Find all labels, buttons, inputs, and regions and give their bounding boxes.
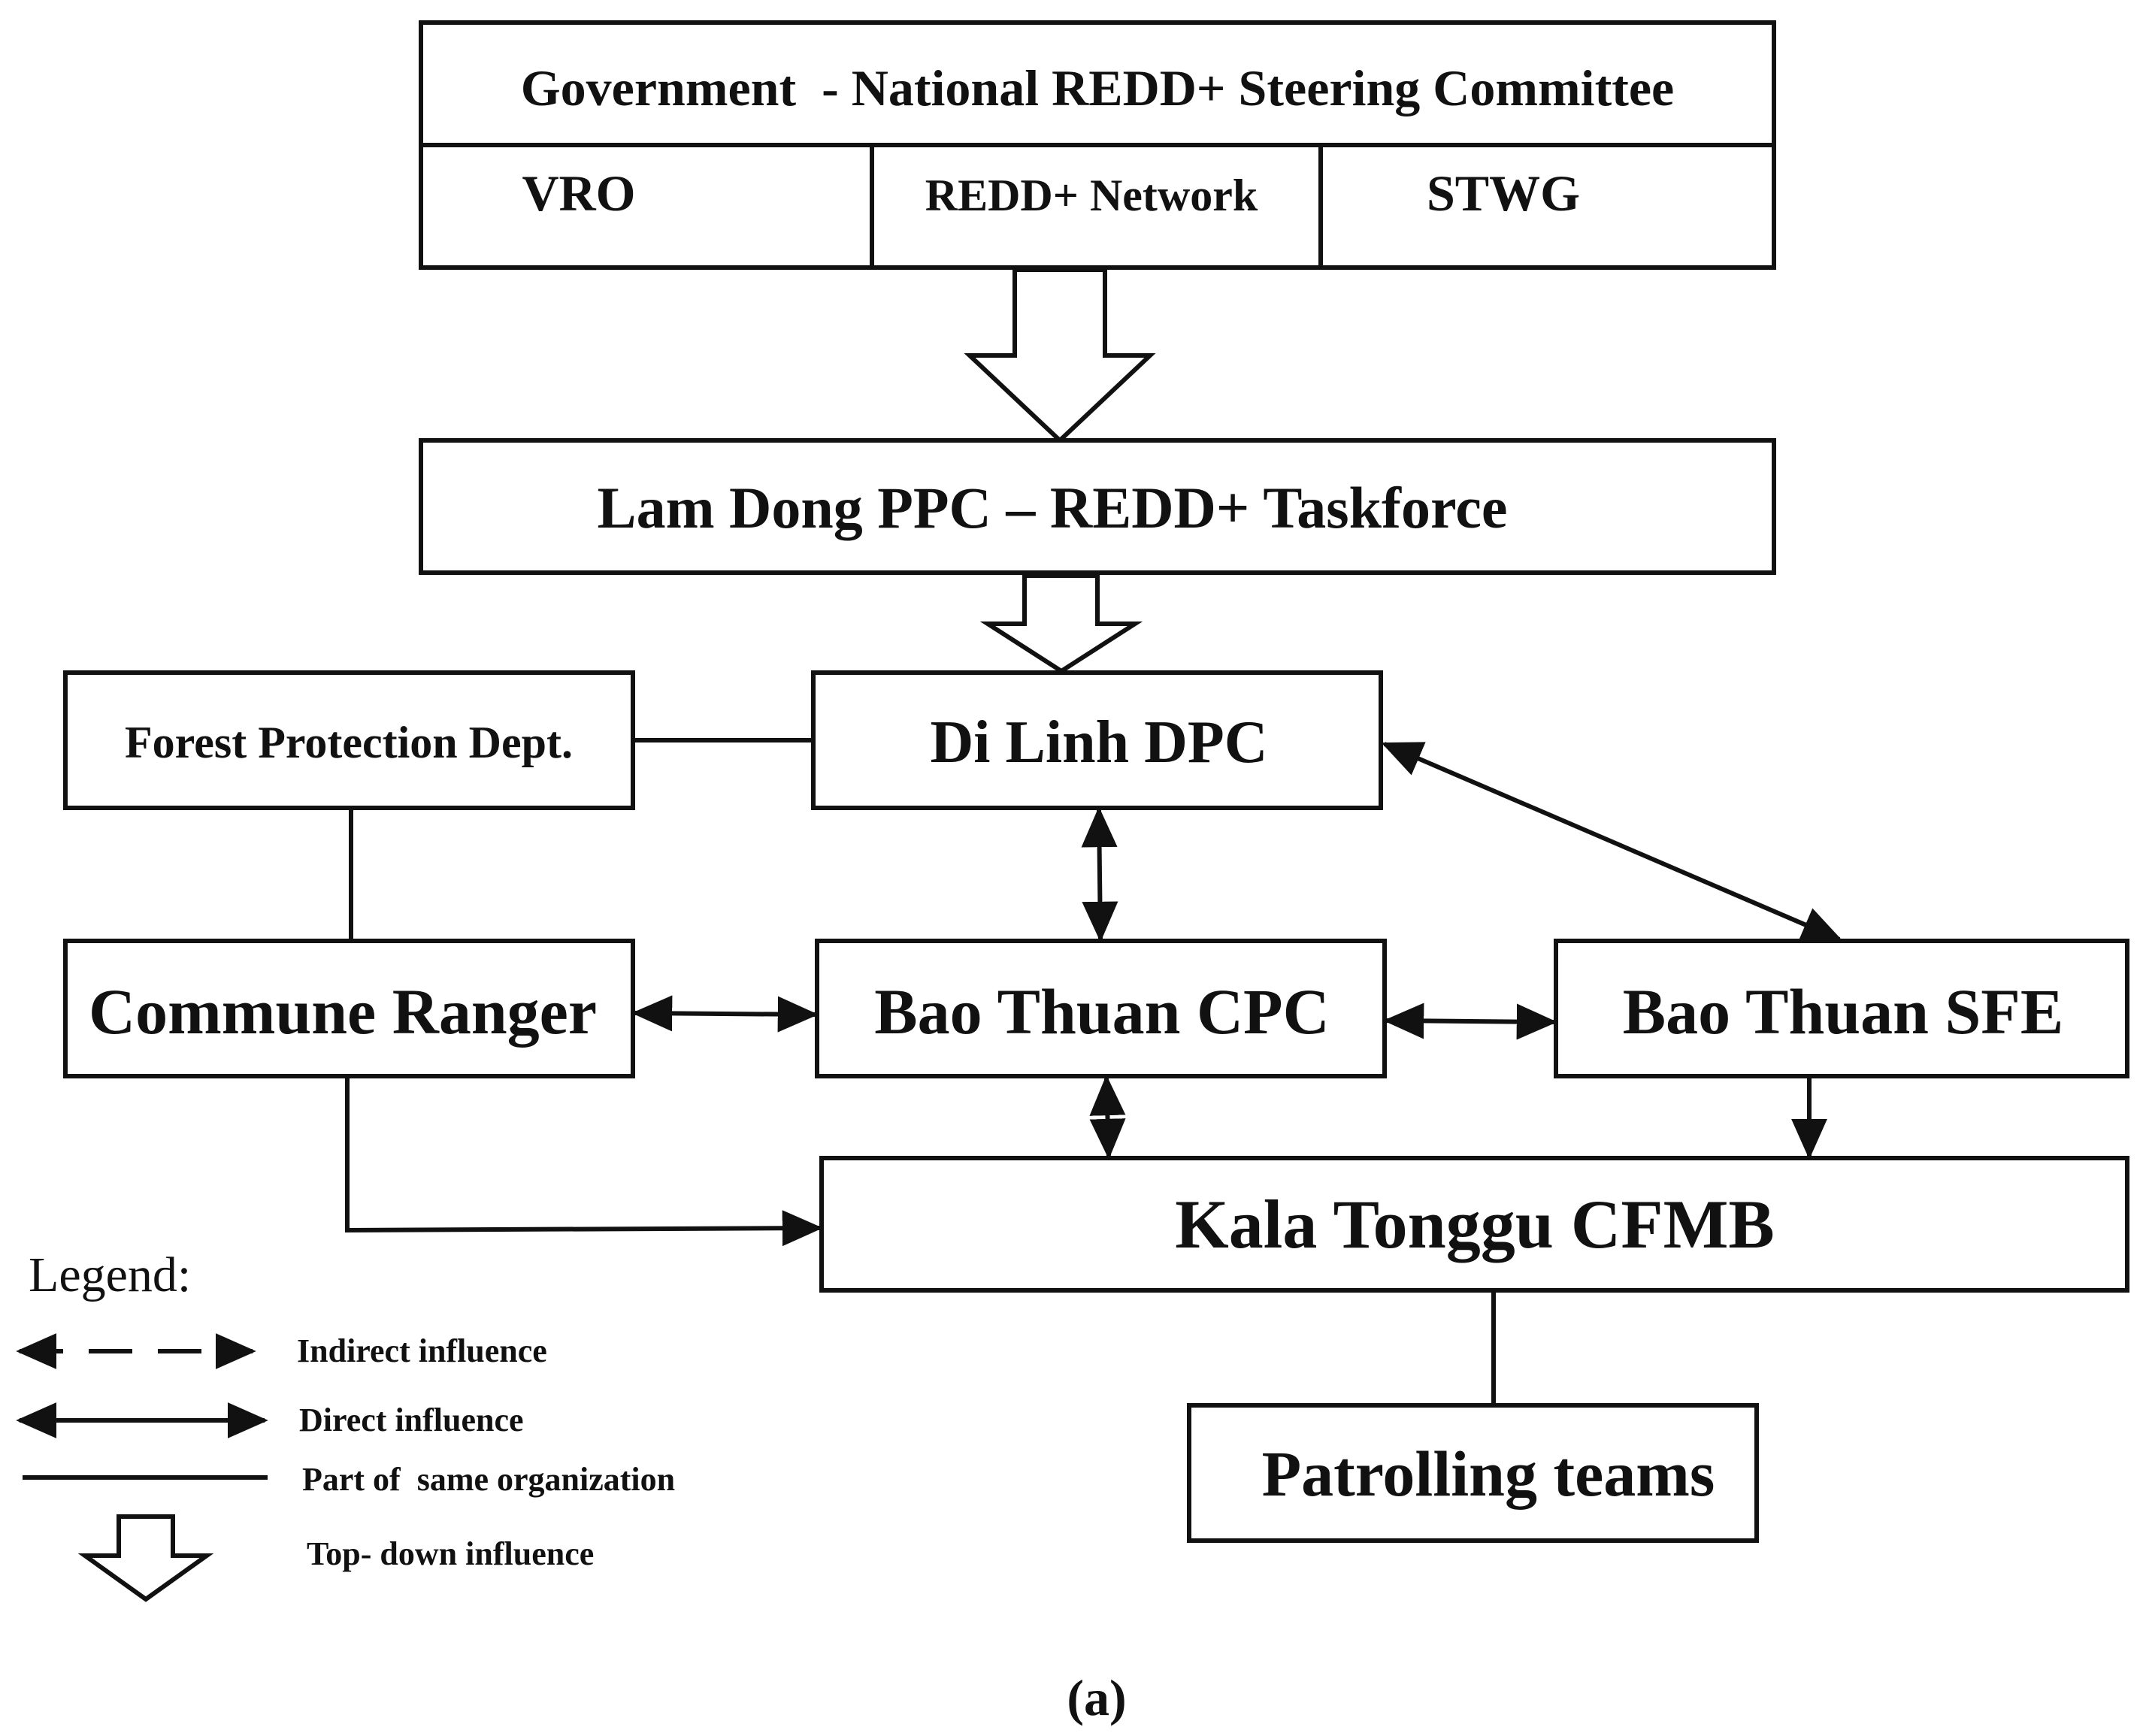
- figure-caption: (a): [1067, 1669, 1126, 1726]
- direct-arrow-di-linh-bao-thuan-sfe: [1381, 742, 1843, 942]
- bao-thuan-cpc-label: Bao Thuan CPC: [874, 975, 1329, 1048]
- bao-thuan-cpc-node: Bao Thuan CPC: [815, 939, 1387, 1078]
- patrolling-node: Patrolling teams: [1187, 1403, 1759, 1543]
- legend-label-same-org: Part of same organization: [302, 1461, 675, 1498]
- lam-dong-node: Lam Dong PPC – REDD+ Taskforce: [419, 438, 1776, 575]
- government-cell-redd-network: REDD+ Network: [925, 171, 1258, 220]
- bao-thuan-sfe-label: Bao Thuan SFE: [1623, 975, 2063, 1048]
- government-cell-vro: VRO: [522, 165, 635, 222]
- kala-tonggu-label: Kala Tonggu CFMB: [1175, 1186, 1775, 1263]
- legend-label-top-down: Top- down influence: [307, 1535, 594, 1572]
- government-cell-stwg: STWG: [1427, 165, 1580, 222]
- di-linh-node: Di Linh DPC: [811, 670, 1383, 810]
- direct-arrow-bao-thuan-cpc-kala-tonggu: [1089, 1075, 1126, 1160]
- forest-protection-label: Forest Protection Dept.: [125, 718, 573, 767]
- legend-label-indirect: Indirect influence: [297, 1332, 547, 1369]
- patrolling-label: Patrolling teams: [1262, 1438, 1715, 1510]
- government-title: Government - National REDD+ Steering Com…: [521, 59, 1674, 116]
- legend: Legend: Indirect influence Direct influe…: [16, 1248, 675, 1602]
- commune-ranger-label: Commune Ranger: [89, 975, 597, 1048]
- legend-icon-hollow-down-arrow: [77, 1514, 214, 1602]
- legend-label-direct: Direct influence: [299, 1402, 524, 1438]
- direct-arrow-bao-thuan-cpc-bao-thuan-sfe: [1383, 1003, 1557, 1040]
- di-linh-label: Di Linh DPC: [931, 709, 1268, 776]
- commune-ranger-node: Commune Ranger: [63, 939, 635, 1078]
- direct-arrow-commune-ranger-bao-thuan-cpc: [631, 995, 819, 1033]
- bao-thuan-sfe-node: Bao Thuan SFE: [1554, 939, 2129, 1078]
- top-down-arrow-government-to-lam-dong: [964, 268, 1156, 444]
- top-down-arrow-lam-dong-to-di-linh: [979, 573, 1143, 674]
- direct-arrow-di-linh-bao-thuan-cpc: [1081, 806, 1118, 942]
- government-node: Government - National REDD+ Steering Com…: [419, 20, 1776, 270]
- lam-dong-label: Lam Dong PPC – REDD+ Taskforce: [598, 475, 1508, 540]
- kala-tonggu-node: Kala Tonggu CFMB: [819, 1156, 2129, 1293]
- direct-arrow-commune-ranger-kala-tonggu: [345, 1076, 823, 1247]
- legend-title: Legend:: [29, 1248, 191, 1302]
- forest-protection-node: Forest Protection Dept.: [63, 670, 635, 810]
